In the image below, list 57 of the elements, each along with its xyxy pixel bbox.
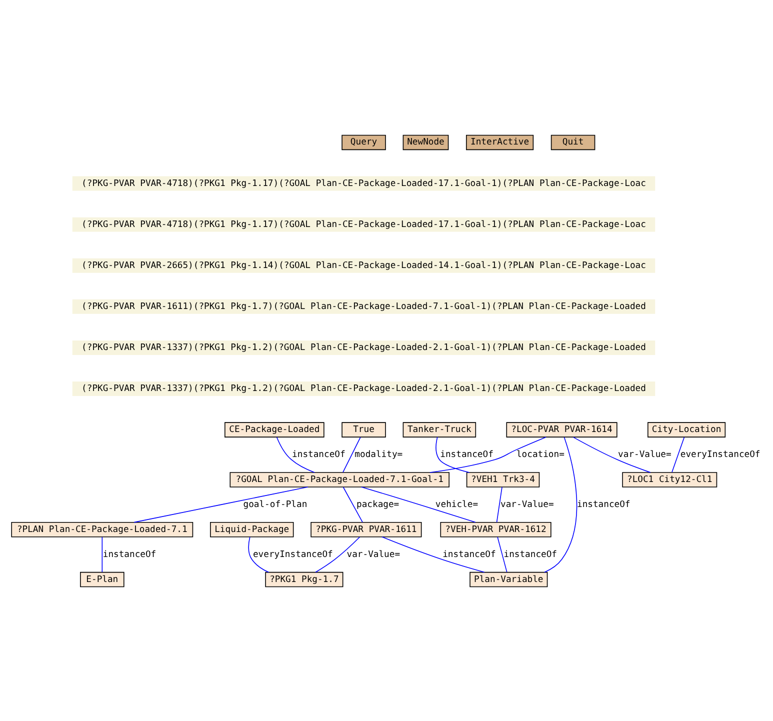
connector	[572, 436, 651, 472]
connector	[342, 486, 363, 522]
connector	[276, 436, 315, 472]
edge-label: instanceOf	[292, 450, 346, 460]
label: (?PKG-PVAR PVAR-2665)(?PKG1 Pkg-1.14)(?GOAL Plan-CE-Package-Loaded-14.1-Goal-1)(?PLAN Plan-CE-Package-Loac	[82, 260, 646, 270]
node-box: ?LOC1 City12-Cl1	[622, 472, 718, 487]
edge-label: everyInstanceOf	[680, 450, 760, 460]
edge-label: var-Value=	[500, 499, 554, 510]
connector	[430, 436, 546, 472]
connector	[248, 536, 270, 572]
edge-label: modality=	[354, 450, 403, 460]
connector	[342, 436, 361, 472]
edge-label: var-Value=	[346, 549, 400, 560]
connector	[496, 486, 502, 522]
label: NewNode	[407, 137, 444, 148]
connector	[436, 436, 470, 472]
label: (?PKG-PVAR PVAR-4718)(?PKG1 Pkg-1.17)(?GOAL Plan-CE-Package-Loaded-17.1-Goal-1)(?PLAN Plan-CE-Package-Loac	[82, 219, 646, 230]
node-box: ?PKG1 Pkg-1.7	[265, 571, 344, 587]
connector	[672, 436, 685, 472]
node-box: Tanker-Truck	[402, 422, 476, 437]
label: (?PKG-PVAR PVAR-1611)(?PKG1 Pkg-1.7)(?GOAL Plan-CE-Package-Loaded-7.1-Goal-1)(?PLAN Plan-CE-Package-Loaded	[82, 301, 646, 312]
node-box: ?LOC-PVAR PVAR-1614	[506, 422, 618, 437]
edge-label: instanceOf	[440, 450, 494, 460]
label: Query	[350, 137, 378, 148]
node-box: Plan-Variable	[470, 571, 548, 587]
label: Quit	[562, 137, 584, 148]
edge-label: instanceOf	[504, 549, 558, 560]
node-box: CE-Package-Loaded	[224, 422, 324, 437]
edge-label: instanceOf	[577, 499, 630, 510]
edge-label: vehicle=	[435, 499, 478, 510]
connector	[134, 486, 308, 522]
label: (?PKG-PVAR PVAR-1337)(?PKG1 Pkg-1.2)(?GOAL Plan-CE-Package-Loaded-2.1-Goal-1)(?PLAN Plan-CE-Package-Loaded	[82, 384, 646, 394]
node-box: E-Plan	[80, 571, 124, 587]
node-box: ?PLAN Plan-CE-Package-Loaded-7.1	[11, 521, 194, 537]
edge-label: var-Value=	[618, 450, 672, 460]
connector	[315, 536, 360, 572]
connector	[361, 486, 476, 522]
edge-label: instanceOf	[102, 549, 156, 560]
node-box: ?PKG-PVAR PVAR-1611	[310, 521, 422, 537]
connector	[497, 536, 508, 572]
label: InterActive	[470, 137, 530, 148]
label: (?PKG-PVAR PVAR-1337)(?PKG1 Pkg-1.2)(?GOAL Plan-CE-Package-Loaded-2.1-Goal-1)(?PLAN Plan-CE-Package-Loaded	[82, 342, 646, 352]
node-box: ?GOAL Plan-CE-Package-Loaded-7.1-Goal-1	[230, 472, 450, 487]
label: (?PKG-PVAR PVAR-4718)(?PKG1 Pkg-1.17)(?GOAL Plan-CE-Package-Loaded-17.1-Goal-1)(?PLAN Plan-CE-Package-Loac	[82, 178, 646, 188]
edge-label: location=	[516, 450, 564, 460]
node-box: ?VEH1 Trk3-4	[466, 472, 540, 487]
node-box: True	[342, 422, 386, 437]
edge-label: instanceOf	[442, 549, 496, 560]
edge-label: package=	[356, 499, 400, 510]
connector	[102, 536, 103, 572]
node-box: ?VEH-PVAR PVAR-1612	[440, 521, 552, 537]
node-box: Liquid-Package	[210, 521, 294, 537]
edge-label: everyInstanceOf	[252, 549, 333, 560]
node-box: City-Location	[648, 422, 726, 437]
connector	[382, 536, 485, 572]
edge-label: goal-of-Plan	[243, 499, 308, 510]
connector	[544, 436, 578, 572]
